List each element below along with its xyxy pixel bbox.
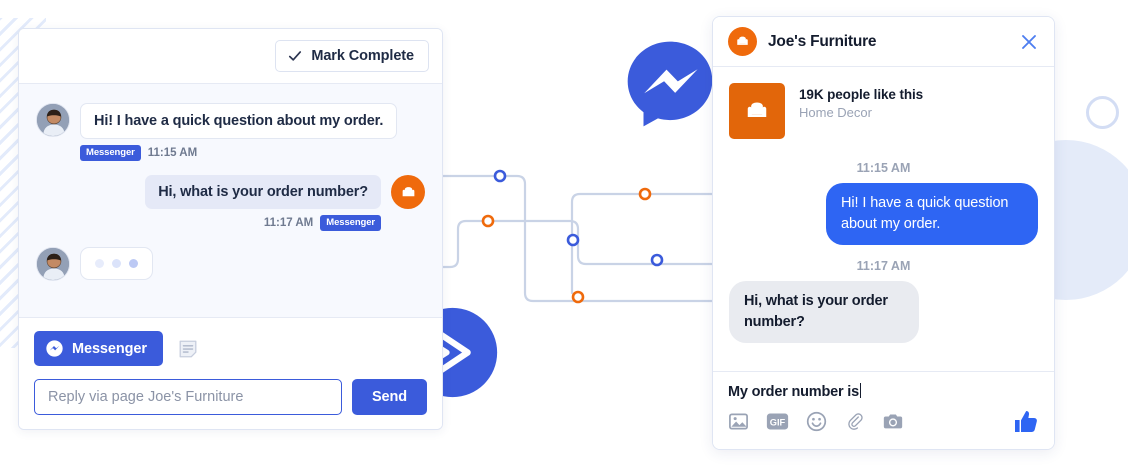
page-profile-text: 19K people like this Home Decor bbox=[799, 83, 923, 120]
connector-node bbox=[566, 233, 580, 247]
connector-node bbox=[481, 214, 495, 228]
messenger-logo-icon bbox=[627, 41, 713, 127]
message-bubble: Hi! I have a quick question about my ord… bbox=[826, 183, 1038, 246]
message-timestamp: 11:15 AM bbox=[856, 161, 911, 175]
typing-indicator-row bbox=[36, 247, 425, 281]
connector-node bbox=[493, 169, 507, 183]
channel-tab-messenger[interactable]: Messenger bbox=[34, 331, 163, 366]
message-bubble: Hi, what is your order number? bbox=[145, 175, 381, 209]
typing-dot bbox=[129, 259, 138, 268]
mark-complete-label: Mark Complete bbox=[311, 48, 414, 64]
armchair-icon bbox=[728, 27, 757, 56]
connector-node bbox=[650, 253, 664, 267]
note-icon[interactable] bbox=[177, 338, 199, 360]
message-time: 11:15 AM bbox=[147, 147, 198, 159]
message-bubble: Hi, what is your order number? bbox=[729, 281, 919, 344]
page-likes-count: 19K people like this bbox=[799, 87, 924, 102]
message-timestamp: 11:17 AM bbox=[856, 259, 911, 274]
reply-input[interactable] bbox=[34, 379, 342, 415]
typing-indicator bbox=[80, 247, 153, 280]
widget-conversation: 19K people like this Home Decor 11:15 AM… bbox=[713, 67, 1054, 371]
widget-composer-icons: GIF bbox=[728, 409, 1039, 434]
widget-draft-text[interactable]: My order number is bbox=[728, 383, 1039, 400]
channel-tab-label: Messenger bbox=[72, 340, 147, 357]
reply-composer: Messenger Send bbox=[19, 317, 442, 429]
send-button[interactable]: Send bbox=[351, 379, 427, 415]
business-logo-armchair bbox=[391, 175, 425, 209]
camera-icon[interactable] bbox=[882, 411, 904, 432]
message-bubble: Hi! I have a quick question about my ord… bbox=[80, 103, 398, 139]
connector-node bbox=[571, 290, 585, 304]
composer-tabs: Messenger bbox=[34, 331, 427, 366]
widget-message-row-outgoing: Hi! I have a quick question about my ord… bbox=[729, 183, 1038, 246]
text-caret bbox=[859, 383, 862, 398]
messenger-widget: Joe's Furniture 19K people like this Hom… bbox=[712, 16, 1055, 450]
composer-input-row: Send bbox=[34, 379, 427, 415]
close-icon[interactable] bbox=[1019, 32, 1039, 52]
page-category: Home Decor bbox=[799, 105, 872, 120]
channel-badge: Messenger bbox=[320, 215, 381, 231]
message-meta: 11:17 AM Messenger bbox=[36, 215, 381, 231]
customer-avatar bbox=[36, 247, 70, 281]
message-time: 11:17 AM bbox=[263, 217, 314, 229]
paperclip-icon[interactable] bbox=[844, 411, 865, 432]
agent-inbox-panel: Mark Complete Hi! I have a quick questio… bbox=[18, 28, 443, 430]
page-profile-card: 19K people like this Home Decor bbox=[729, 83, 1038, 139]
widget-page-title: Joe's Furniture bbox=[768, 32, 877, 50]
customer-avatar bbox=[36, 103, 70, 137]
emoji-icon[interactable] bbox=[806, 411, 827, 432]
blue-circle-ring-decoration bbox=[1086, 96, 1119, 129]
widget-header: Joe's Furniture bbox=[713, 17, 1054, 67]
mark-complete-button[interactable]: Mark Complete bbox=[275, 40, 429, 72]
conversation-thread: Hi! I have a quick question about my ord… bbox=[19, 84, 442, 317]
message-row-incoming: Hi! I have a quick question about my ord… bbox=[36, 103, 425, 139]
message-meta: Messenger 11:15 AM bbox=[80, 145, 425, 161]
photo-icon[interactable] bbox=[728, 411, 749, 432]
armchair-icon bbox=[729, 83, 785, 139]
gif-icon[interactable]: GIF bbox=[766, 412, 789, 431]
messenger-icon bbox=[46, 340, 63, 357]
widget-message-row-incoming: Hi, what is your order number? bbox=[729, 281, 1038, 344]
typing-dot bbox=[95, 259, 104, 268]
channel-badge: Messenger bbox=[80, 145, 141, 161]
typing-dot bbox=[112, 259, 121, 268]
svg-text:GIF: GIF bbox=[770, 417, 786, 427]
connector-node bbox=[638, 187, 652, 201]
check-icon bbox=[289, 51, 302, 61]
thumbs-up-icon[interactable] bbox=[1013, 409, 1039, 434]
widget-draft-value: My order number is bbox=[728, 384, 859, 400]
connector-diagram bbox=[430, 169, 725, 304]
message-row-outgoing: Hi, what is your order number? bbox=[36, 175, 425, 209]
widget-composer: My order number is GIF bbox=[713, 371, 1054, 449]
inbox-header: Mark Complete bbox=[19, 29, 442, 84]
